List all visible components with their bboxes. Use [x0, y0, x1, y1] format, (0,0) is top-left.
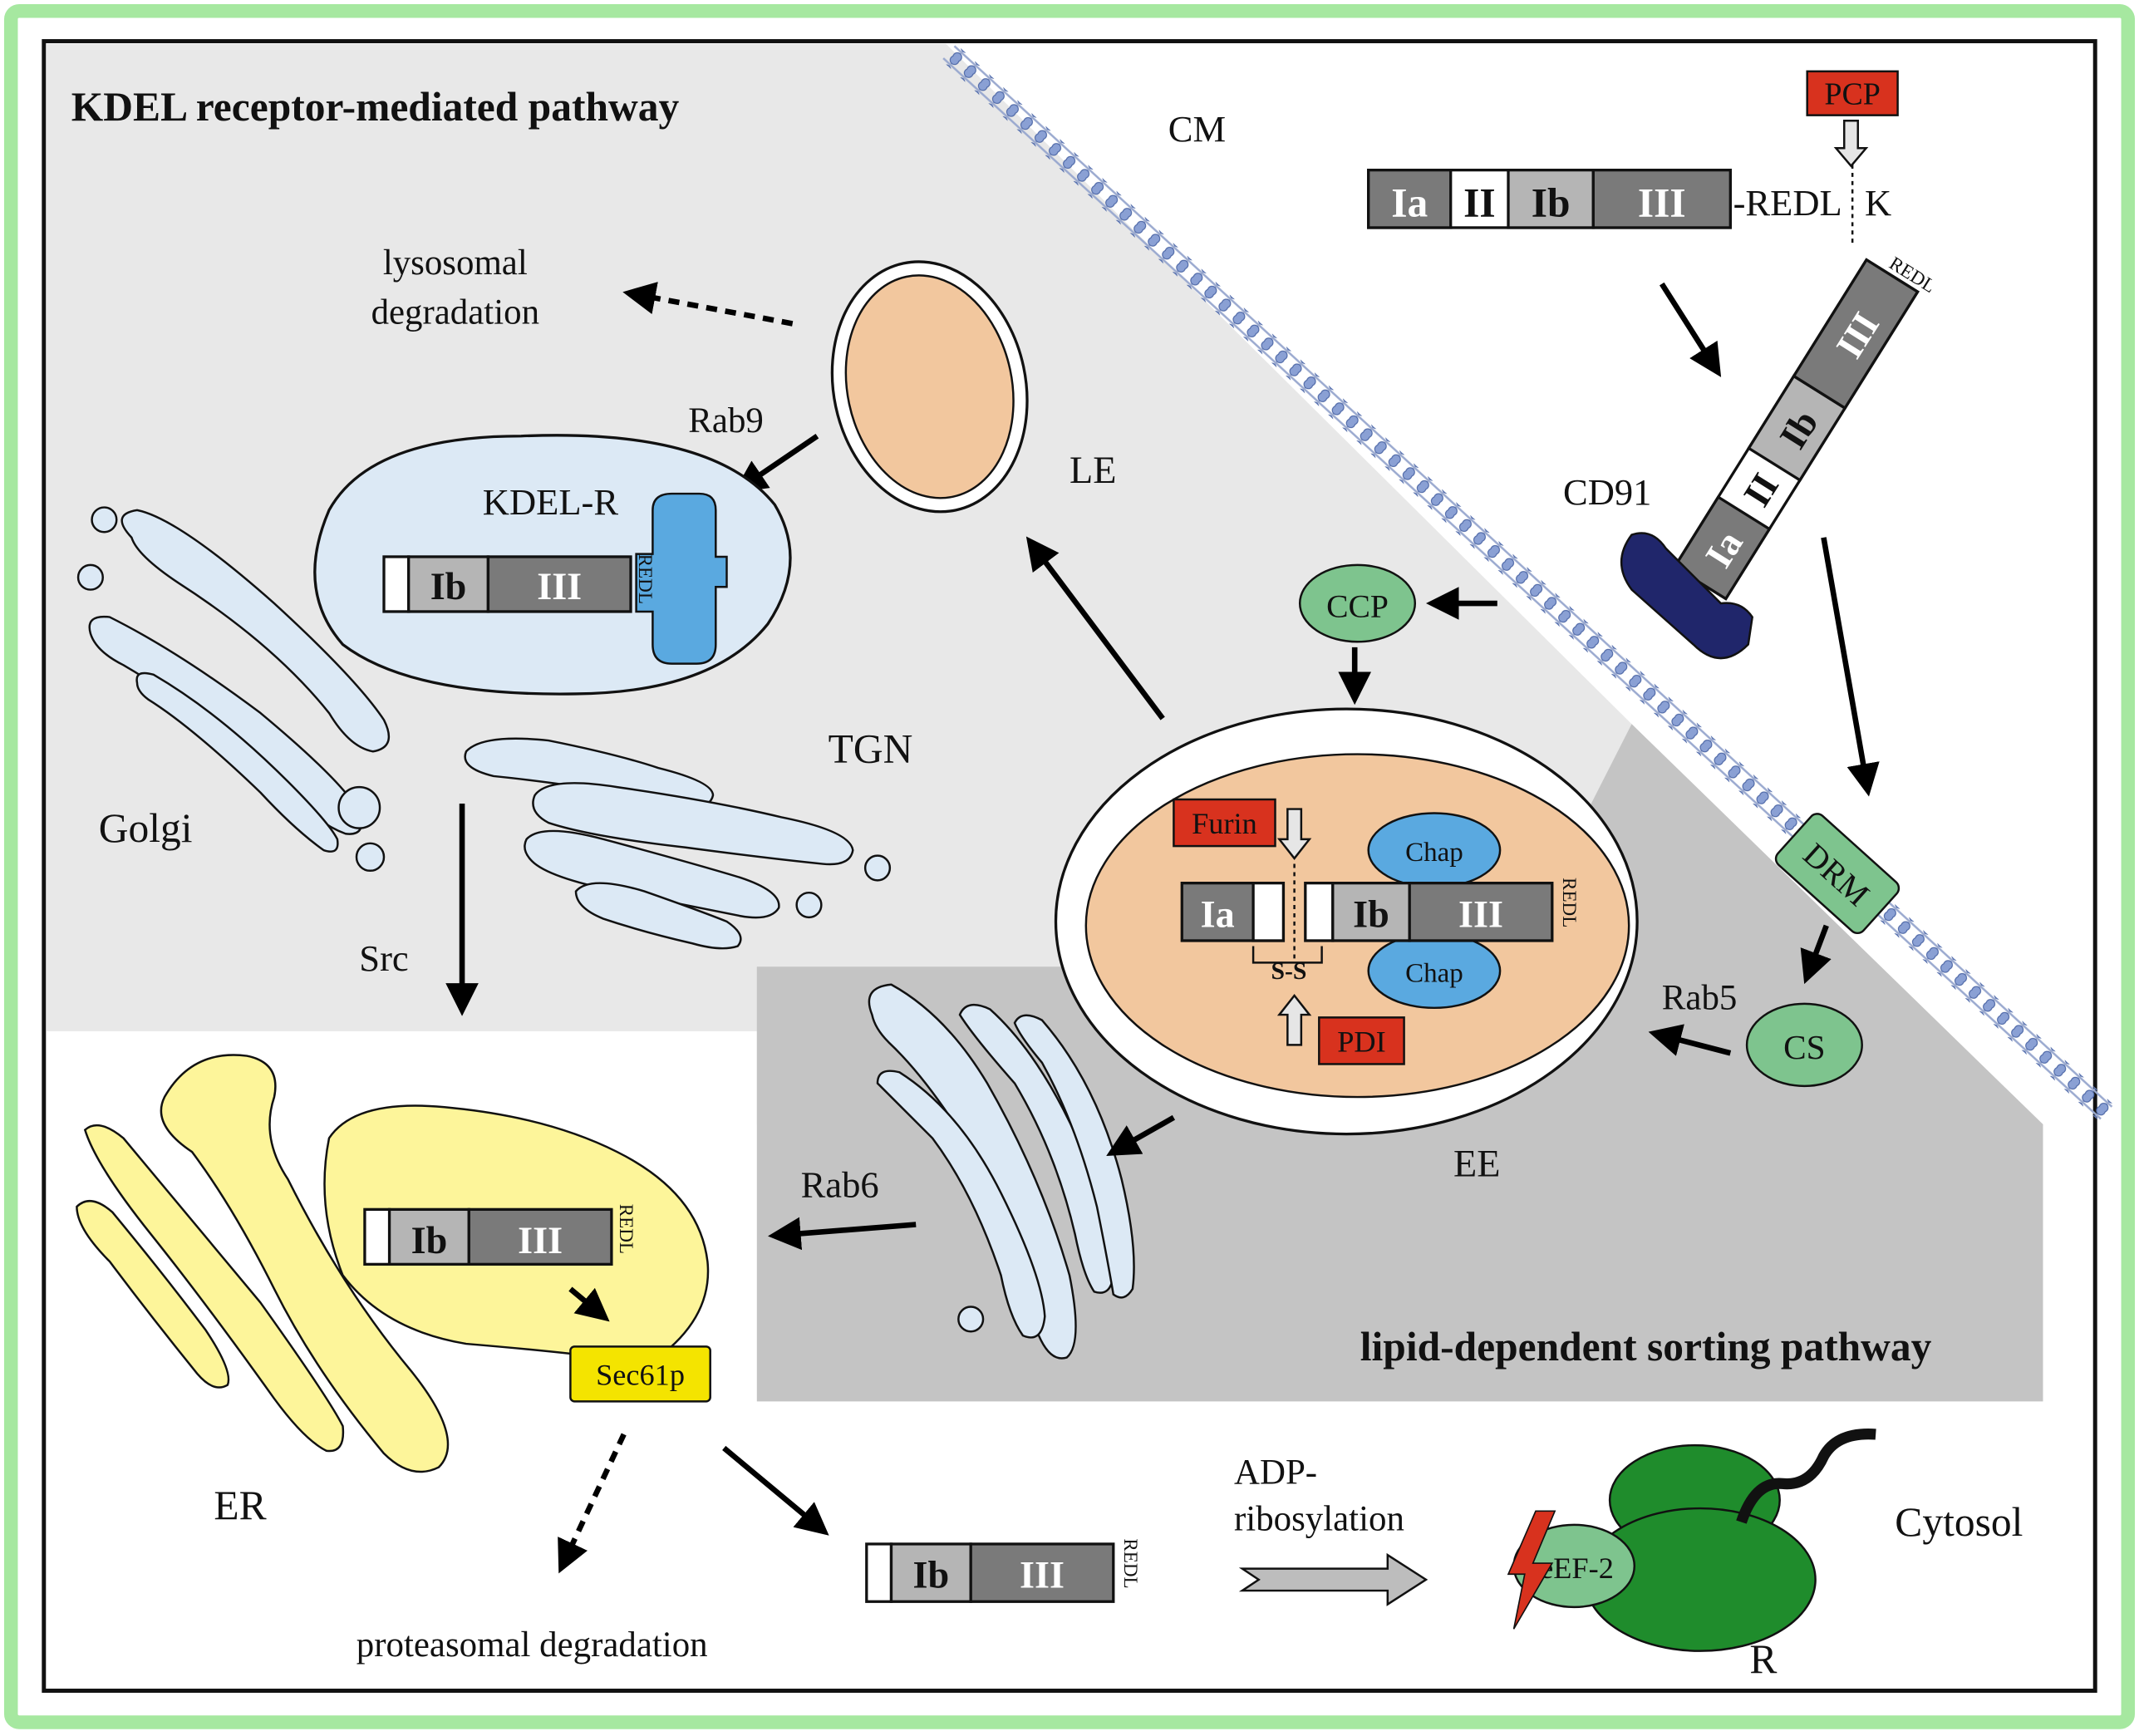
ribosome: eEF-2	[1507, 1429, 1876, 1652]
cytosol-label: Cytosol	[1895, 1499, 2023, 1545]
kdel-pathway-title: KDEL receptor-mediated pathway	[71, 84, 680, 130]
domain-ii-label: II	[1463, 180, 1496, 226]
toxin-full-length: Ia II Ib III	[1367, 168, 1732, 229]
arrow-to-receptor	[1660, 282, 1722, 377]
rab9-label: Rab9	[688, 401, 764, 440]
arrow-to-drm	[1821, 537, 1880, 797]
toxin-cytosol: Ib III REDL	[865, 1538, 1142, 1603]
kdel-ib-label: Ib	[430, 565, 467, 607]
disulfide-bracket	[1251, 946, 1323, 964]
k-label: K	[1865, 182, 1891, 224]
lysosomal-label-1: lysosomal	[383, 243, 528, 283]
eef2-label: eEF-2	[1540, 1552, 1614, 1585]
ee-iii-label: III	[1458, 893, 1503, 935]
golgi-label: Golgi	[99, 805, 193, 851]
arrow-proteasomal	[558, 1433, 627, 1574]
arrow-to-sec61p	[568, 1286, 610, 1322]
pcp-cleave-arrow	[1833, 120, 1869, 168]
rab5-label: Rab5	[1662, 978, 1738, 1017]
ccp-label: CCP	[1326, 588, 1389, 625]
arrow-le-to-tgn	[733, 434, 819, 494]
kdel-receptor	[635, 492, 728, 665]
cs-oval	[1745, 1002, 1863, 1088]
outer-glow-frame	[3, 4, 2136, 1729]
tgn-stack	[464, 737, 892, 950]
er-redl-label: REDL	[616, 1204, 637, 1254]
cs-label: CS	[1783, 1028, 1825, 1066]
late-endosome-lumen	[844, 274, 1015, 499]
cm-label: CM	[1168, 108, 1226, 150]
arrow-cs-to-ee	[1648, 1024, 1732, 1056]
cd91-label: CD91	[1563, 471, 1651, 513]
domain-ia-label: Ia	[1391, 180, 1428, 226]
golgi-stack	[76, 506, 391, 873]
ccp-oval	[1298, 563, 1417, 643]
domain-ib-label: Ib	[1532, 180, 1571, 226]
furin-label: Furin	[1192, 807, 1257, 840]
arrow-drm-to-cs	[1800, 924, 1832, 985]
cd91-receptor	[1620, 532, 1753, 660]
pcp-label: PCP	[1824, 76, 1881, 111]
furin-box	[1173, 798, 1276, 848]
ee-redl-label: REDL	[1559, 878, 1581, 927]
er-label: ER	[214, 1483, 266, 1528]
proteasomal-label: proteasomal degradation	[356, 1625, 708, 1665]
furin-arrow	[1276, 808, 1312, 860]
arrow-lysosomal	[622, 282, 794, 327]
er-ib-label: Ib	[411, 1219, 448, 1261]
cyto-ib-label: Ib	[913, 1554, 950, 1596]
toxin-bound: Ia II Ib III REDL	[1672, 252, 1940, 601]
er-iii-label: III	[518, 1219, 563, 1261]
src-label: Src	[359, 937, 408, 979]
kdel-r-label: KDEL-R	[483, 481, 619, 523]
lysosomal-label-2: degradation	[371, 293, 539, 332]
r-label: R	[1749, 1636, 1777, 1682]
tgn-label: TGN	[829, 725, 913, 771]
ss-label: S-S	[1271, 958, 1307, 985]
sec61p-label: Sec61p	[596, 1359, 685, 1392]
chap-bottom-label: Chap	[1405, 958, 1463, 988]
cyto-iii-label: III	[1020, 1554, 1065, 1596]
adp-label-1: ADP-	[1234, 1453, 1317, 1492]
arrow-golgi-to-er	[768, 1217, 917, 1251]
pdi-arrow	[1276, 993, 1312, 1046]
ee-label: EE	[1453, 1143, 1500, 1185]
chap-top-label: Chap	[1405, 838, 1463, 868]
ee-ib-label: Ib	[1353, 893, 1389, 935]
adp-ribosylation-arrow	[1238, 1552, 1428, 1606]
pcp-box	[1806, 70, 1899, 116]
toxin-er: Ib III REDL	[363, 1204, 637, 1266]
mrna-strand	[1736, 1429, 1876, 1524]
arrow-ee-to-golgi	[1106, 1114, 1176, 1156]
ee-ia-label: Ia	[1201, 893, 1235, 935]
lipid-pathway-title: lipid-dependent sorting pathway	[1360, 1324, 1932, 1370]
domain-iii-label: III	[1638, 180, 1686, 226]
arrow-to-cytosol	[722, 1445, 829, 1536]
pdi-box	[1318, 1016, 1405, 1065]
golgi-stack-2	[868, 983, 1135, 1360]
kdel-iii-label: III	[537, 565, 582, 607]
pdi-label: PDI	[1337, 1025, 1386, 1059]
kdel-redl-label: REDL	[635, 554, 656, 604]
adp-ribose-bolt	[1507, 1510, 1556, 1630]
toxin-in-ee: Ia Ib III REDL	[1180, 878, 1581, 942]
cyto-redl-label: REDL	[1120, 1538, 1142, 1588]
redl-k-label: -REDL	[1733, 182, 1842, 224]
toxin-kdel: Ib III	[382, 555, 632, 613]
adp-label-2: ribosylation	[1234, 1499, 1404, 1538]
le-label: LE	[1070, 449, 1116, 491]
rab6-label: Rab6	[801, 1164, 879, 1206]
arrow-ee-to-le	[1025, 536, 1165, 720]
sec61p-box	[569, 1345, 711, 1403]
